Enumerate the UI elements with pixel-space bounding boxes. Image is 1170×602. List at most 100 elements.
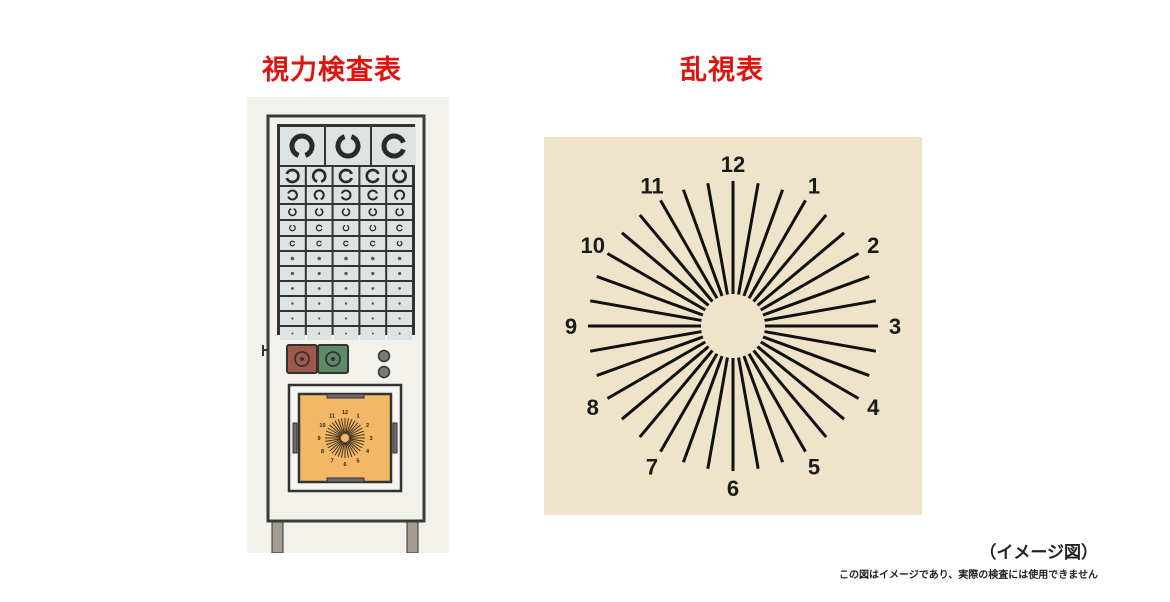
svg-text:2: 2 <box>366 423 369 429</box>
svg-text:8: 8 <box>321 449 324 455</box>
radial-line <box>764 299 877 322</box>
optotype-cell <box>333 167 359 185</box>
landolt-ring-icon <box>395 207 404 217</box>
clock-label: 3 <box>889 314 901 339</box>
landolt-ring-icon <box>396 224 403 232</box>
radial-line <box>752 213 828 303</box>
optotype-cell <box>360 205 386 219</box>
optotype-cell <box>280 237 305 250</box>
radial-line <box>762 335 870 378</box>
radial-line <box>681 189 724 297</box>
optotype-cell <box>306 237 332 250</box>
landolt-ring-icon <box>392 169 407 184</box>
radial-line <box>759 252 860 312</box>
optotype-cell <box>360 187 386 203</box>
landolt-ring-icon <box>289 240 296 247</box>
landolt-ring-icon <box>341 207 351 217</box>
landolt-ring-icon <box>396 240 403 247</box>
optotype-cell <box>387 167 412 185</box>
radial-line <box>756 231 846 307</box>
svg-text:1: 1 <box>356 413 359 419</box>
optotype-cell <box>360 167 386 185</box>
radial-line <box>659 199 719 300</box>
clock-label: 2 <box>867 233 879 258</box>
optotype-cell <box>306 187 332 203</box>
radial-line <box>596 274 704 317</box>
radial-line <box>764 330 877 353</box>
radial-line <box>759 340 860 400</box>
clock-label: 5 <box>808 454 820 479</box>
clock-label: 10 <box>580 233 604 258</box>
optotype-cell <box>387 205 412 219</box>
clock-label: 7 <box>646 454 658 479</box>
optotype-cell <box>360 237 386 250</box>
svg-text:12: 12 <box>342 410 348 416</box>
radial-line <box>589 299 702 322</box>
optotype-cell <box>280 187 305 203</box>
svg-text:9: 9 <box>317 436 320 442</box>
landolt-ring-icon <box>311 168 327 183</box>
radial-line <box>706 357 729 470</box>
optotype-cell <box>360 221 386 235</box>
landolt-ring-icon <box>335 134 361 159</box>
landolt-ring-icon <box>365 168 380 184</box>
radial-line <box>737 182 760 295</box>
svg-text:6: 6 <box>343 462 346 468</box>
radial-line <box>752 349 828 439</box>
radial-line <box>638 349 714 439</box>
landolt-ring-icon <box>287 189 298 201</box>
disclaimer-text: この図はイメージであり、実際の検査には使用できません <box>839 570 1098 581</box>
radial-line <box>589 330 702 353</box>
left-leg <box>271 519 284 553</box>
landolt-ring-icon <box>313 189 325 201</box>
optotype-cell <box>387 221 412 235</box>
optotype-cell <box>333 221 359 235</box>
landolt-ring-icon <box>368 207 378 217</box>
optotype-cell <box>333 237 359 250</box>
svg-text:11: 11 <box>329 413 335 419</box>
landolt-ring-icon <box>285 168 300 184</box>
landolt-ring-icon <box>316 240 322 247</box>
clock-label: 8 <box>587 395 599 420</box>
visual-acuity-chart-title: 視力検査表 <box>262 55 402 86</box>
optotype-cell <box>306 221 332 235</box>
landolt-ring-icon <box>343 240 349 247</box>
landolt-ring-icon <box>394 189 406 201</box>
radial-line <box>737 357 760 470</box>
radial-line <box>706 182 729 295</box>
landolt-ring-icon <box>315 224 323 232</box>
landolt-ring-icon <box>381 133 406 159</box>
radial-line <box>659 352 719 453</box>
landolt-ring-icon <box>288 207 297 217</box>
svg-text:5: 5 <box>356 459 359 465</box>
optotype-cell <box>280 205 305 219</box>
clock-label: 9 <box>565 314 577 339</box>
landolt-ring-icon <box>314 207 324 217</box>
landolt-ring-icon <box>367 189 378 201</box>
knob-icon[interactable] <box>377 349 391 363</box>
image-label: （イメージ図） <box>979 543 1098 563</box>
optotype-cell <box>306 205 332 219</box>
optotype-cell <box>280 221 305 235</box>
landolt-ring-icon <box>369 240 376 247</box>
radial-line <box>606 340 707 400</box>
optotype-cell <box>387 237 412 250</box>
clock-label: 4 <box>867 395 880 420</box>
clock-label: 12 <box>721 152 745 177</box>
optotype-cell <box>333 187 359 203</box>
clock-label: 6 <box>727 476 739 501</box>
radial-line <box>620 231 710 307</box>
optotype-cell <box>280 167 305 185</box>
svg-text:10: 10 <box>319 423 325 429</box>
radial-line <box>742 189 785 297</box>
clock-label: 11 <box>640 174 663 199</box>
radial-line <box>638 213 714 303</box>
optotype-cell <box>306 167 332 185</box>
knob-icon[interactable] <box>377 365 391 379</box>
radial-line <box>681 355 724 463</box>
clock-label: 1 <box>808 174 820 199</box>
right-leg <box>406 519 419 553</box>
landolt-ring-icon <box>289 224 296 232</box>
optotype-cell <box>333 205 359 219</box>
